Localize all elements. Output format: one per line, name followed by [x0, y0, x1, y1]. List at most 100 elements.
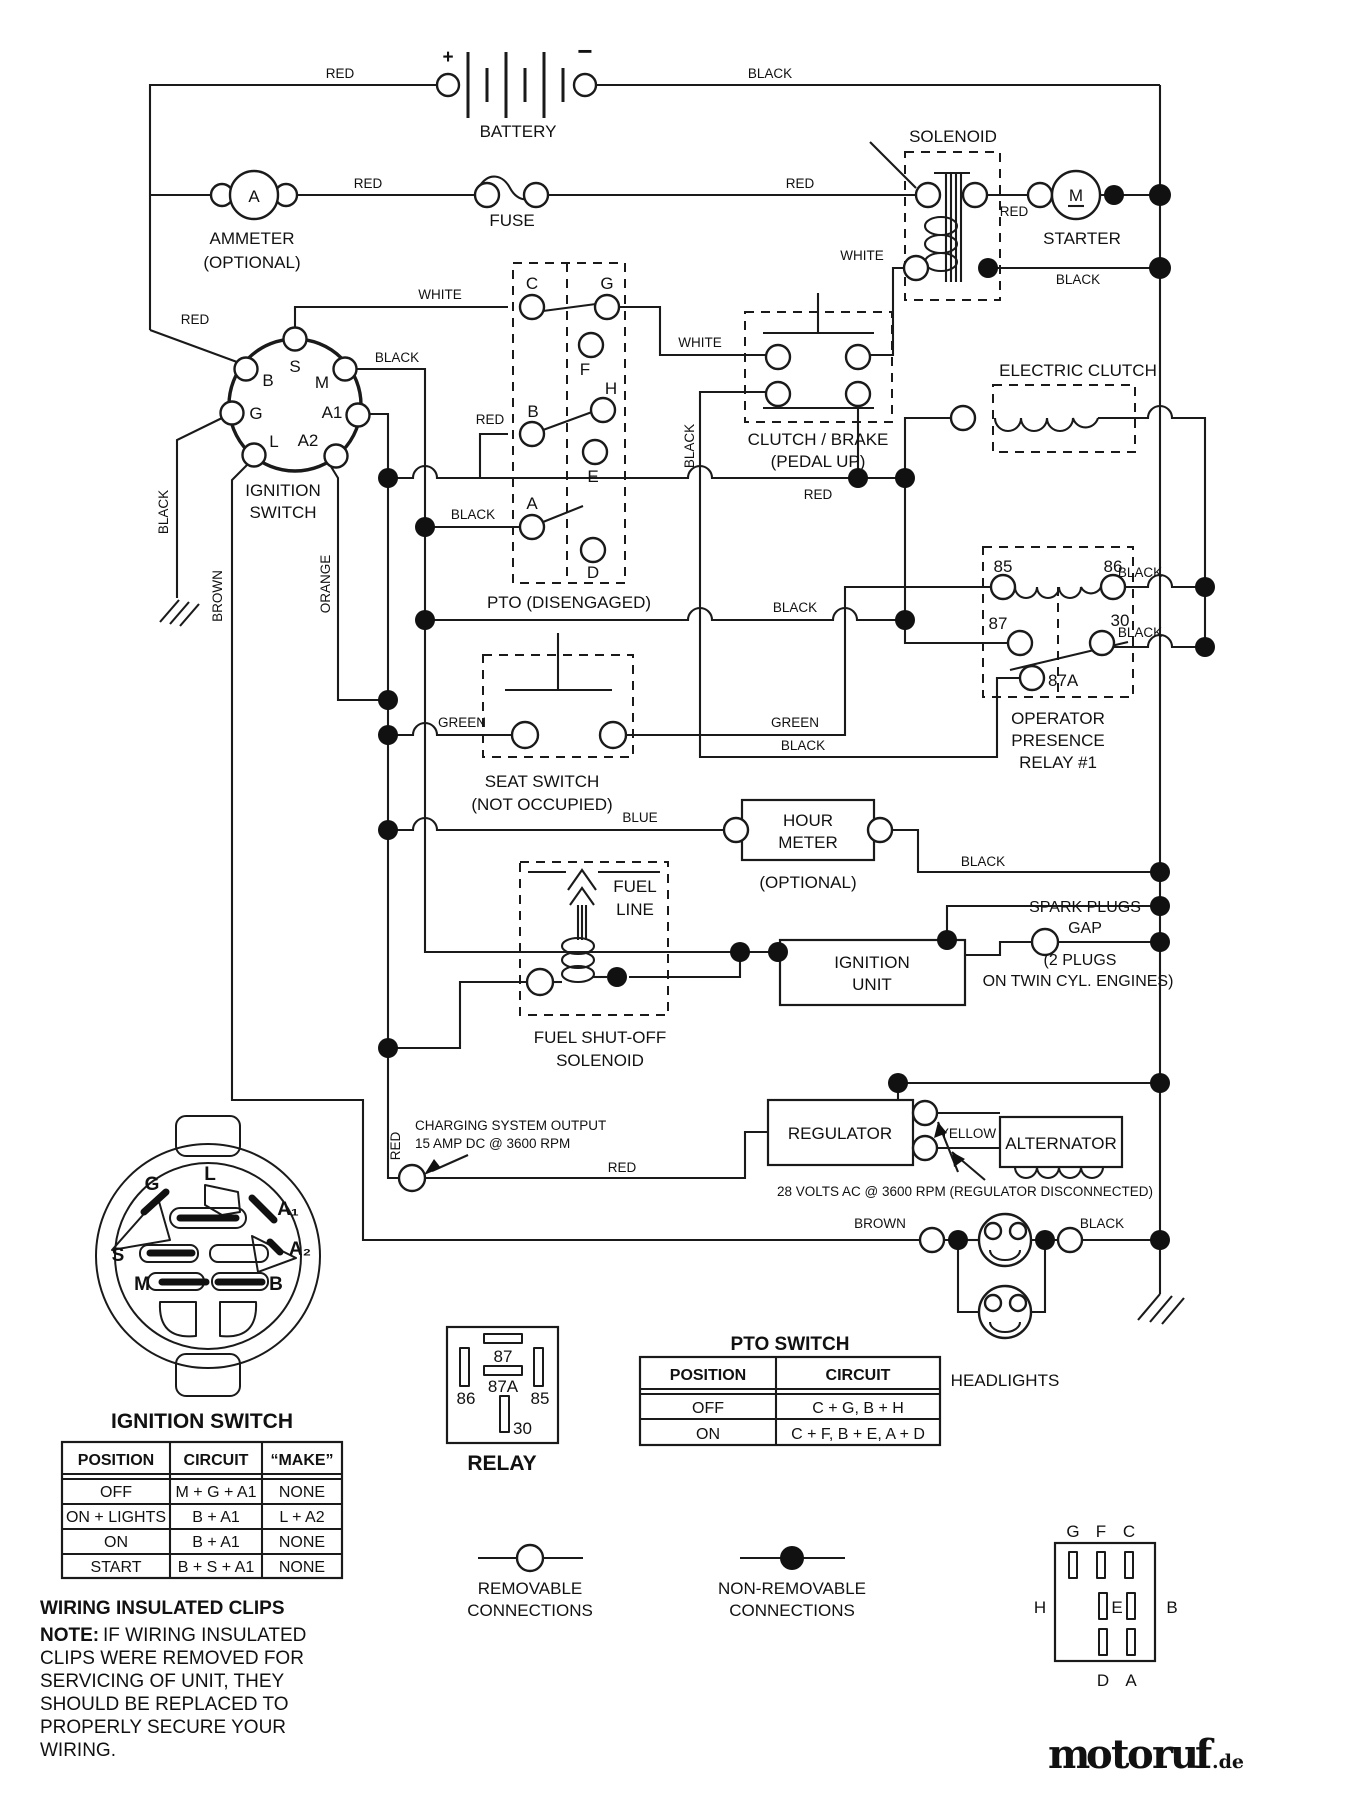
wire-label-red: RED [608, 1160, 637, 1175]
clutch-terminal-tr [844, 343, 872, 371]
watermark-logo: m o t o r u f .de [1048, 1731, 1244, 1778]
regulator-terminal-1 [911, 1099, 939, 1127]
legend-nonremovable-1: NON-REMOVABLE [718, 1579, 866, 1598]
legend-removable-2: CONNECTIONS [467, 1601, 593, 1620]
wire-battery-positive-red [148, 83, 437, 363]
pto-pin-f-label: F [580, 360, 590, 379]
ignition-switch-detail: G L A₁ A₂ S M B IGNITION SWITCH [95, 1115, 321, 1433]
hour-meter-label-2: METER [778, 833, 838, 852]
alternator: ALTERNATOR 28 VOLTS AC @ 3600 RPM (REGUL… [777, 1115, 1153, 1199]
wire-label-black: BLACK [1118, 565, 1162, 580]
headlight-connector-right [1056, 1226, 1084, 1254]
wire-fuse-solenoid-red [548, 141, 917, 197]
battery: + − BATTERY [435, 36, 598, 141]
electric-clutch-coil-icon [993, 417, 1100, 433]
cell: ON [696, 1426, 720, 1443]
wire-label-red: RED [1000, 204, 1029, 219]
fuel-shutoff-label-2: SOLENOID [556, 1051, 644, 1070]
wire-label-black-vertical: BLACK [156, 490, 171, 534]
relay-pin-87a [1018, 664, 1046, 692]
wire-label-black: BLACK [1118, 625, 1162, 640]
spark-plugs: SPARK PLUGS GAP (2 PLUGS ON TWIN CYL. EN… [983, 899, 1174, 990]
ignition-pin-l [241, 442, 267, 468]
ignition-pin-g [219, 400, 245, 426]
wire-seat-to-relay-85-green [626, 585, 991, 737]
removable-connection-icon [515, 1543, 545, 1573]
note-line-2: CLIPS WERE REMOVED FOR [40, 1648, 304, 1669]
seat-switch-label-2: (NOT OCCUPIED) [471, 795, 612, 814]
wire-label-black: BLACK [748, 66, 792, 81]
pto-conn-c: C [1123, 1522, 1135, 1541]
hour-meter: HOUR METER (OPTIONAL) [722, 798, 894, 892]
note-line-6: WIRING. [40, 1740, 116, 1761]
operator-relay-label-1: OPERATOR [1011, 709, 1105, 728]
ammeter-symbol: A [248, 187, 260, 206]
ign-table-row: ON + LIGHTS B + A1 L + A2 [66, 1509, 325, 1526]
battery-label: BATTERY [480, 122, 557, 141]
wire-label-black: BLACK [961, 854, 1005, 869]
regulator-label: REGULATOR [788, 1124, 892, 1143]
fuel-shutoff-solenoid: FUEL LINE FUEL SHUT-OFF SOLENOID [519, 861, 669, 1070]
ignition-unit-label-1: IGNITION [834, 953, 910, 972]
starter: M STARTER [1026, 169, 1121, 248]
legend-nonremovable: NON-REMOVABLE CONNECTIONS [718, 1546, 866, 1620]
relay-pin-86-label: 86 [1104, 557, 1123, 576]
relay-detail-30: 30 [513, 1419, 532, 1438]
wire-label-red: RED [354, 176, 383, 191]
ignition-pin-s [282, 326, 308, 352]
wire-color-labels: RED BLACK RED RED RED BLACK WHITE WHITE … [156, 66, 1162, 1231]
cell: NONE [279, 1534, 325, 1551]
wire-label-black: BLACK [451, 507, 495, 522]
pto-table-row: OFF C + G, B + H [692, 1400, 904, 1417]
nonremovable-connection-icon [780, 1546, 804, 1570]
cell: C + F, B + E, A + D [791, 1426, 925, 1443]
battery-minus-sign: − [577, 36, 592, 66]
alternator-label: ALTERNATOR [1005, 1134, 1116, 1153]
electric-clutch: ELECTRIC CLUTCH [949, 361, 1157, 453]
battery-negative-terminal [572, 72, 598, 98]
wiring-note: WIRING INSULATED CLIPS NOTE: IF WIRING I… [40, 1598, 306, 1761]
wire-relay-30-black [1114, 633, 1205, 649]
relay-coil-icon [1013, 586, 1102, 599]
pto-pin-d-label: D [587, 563, 599, 582]
wire-label-white: WHITE [418, 287, 462, 302]
ign-table-row: OFF M + G + A1 NONE [100, 1484, 325, 1501]
pto-pin-g-label: G [600, 274, 613, 293]
detail-pin-a1-label: A₁ [277, 1199, 299, 1220]
wire-label-red: RED [326, 66, 355, 81]
pto-conn-h: H [1034, 1598, 1046, 1617]
ammeter-icon [228, 169, 280, 221]
detail-pin-l-label: L [204, 1164, 216, 1185]
relay-pin-87a-label: 87A [1048, 671, 1079, 690]
wire-label-black: BLACK [781, 738, 825, 753]
cell: ON + LIGHTS [66, 1509, 166, 1526]
pto-pin-e-label: E [587, 467, 598, 486]
relay-detail: 87 87A 86 85 30 RELAY [445, 1325, 560, 1475]
clutch-brake-switch: CLUTCH / BRAKE (PEDAL UP) [744, 293, 893, 471]
relay-pin-30-label: 30 [1111, 611, 1130, 630]
ignition-unit-label-2: UNIT [852, 975, 892, 994]
headlight-bulb-icon [977, 1284, 1033, 1340]
ignition-pin-a1-label: A1 [322, 403, 343, 422]
ignition-unit: IGNITION UNIT [778, 938, 967, 1007]
ignition-pin-b-label: B [262, 371, 273, 390]
cell: START [91, 1559, 142, 1576]
clutch-brake-label-1: CLUTCH / BRAKE [748, 430, 889, 449]
charging-arrow-icon [424, 1159, 441, 1175]
fuse: FUSE [473, 175, 550, 230]
watermark-letter: o [1086, 1731, 1113, 1778]
cell: C + G, B + H [812, 1400, 904, 1417]
wire-ignition-l-brown [230, 463, 920, 1242]
wire-electric-clutch-return [1098, 404, 1207, 647]
clutch-terminal-bl [764, 380, 792, 408]
watermark-letter: m [1048, 1731, 1090, 1778]
fuse-right-terminal [522, 181, 550, 209]
wire-label-black: BLACK [773, 600, 817, 615]
wire-spark-plug [965, 940, 1160, 957]
wire-headlights [944, 1238, 1160, 1314]
regulator: REGULATOR [766, 1098, 939, 1167]
solenoid-label: SOLENOID [909, 127, 997, 146]
pto-conn-g: G [1066, 1522, 1079, 1541]
watermark-letter: f [1195, 1731, 1215, 1778]
